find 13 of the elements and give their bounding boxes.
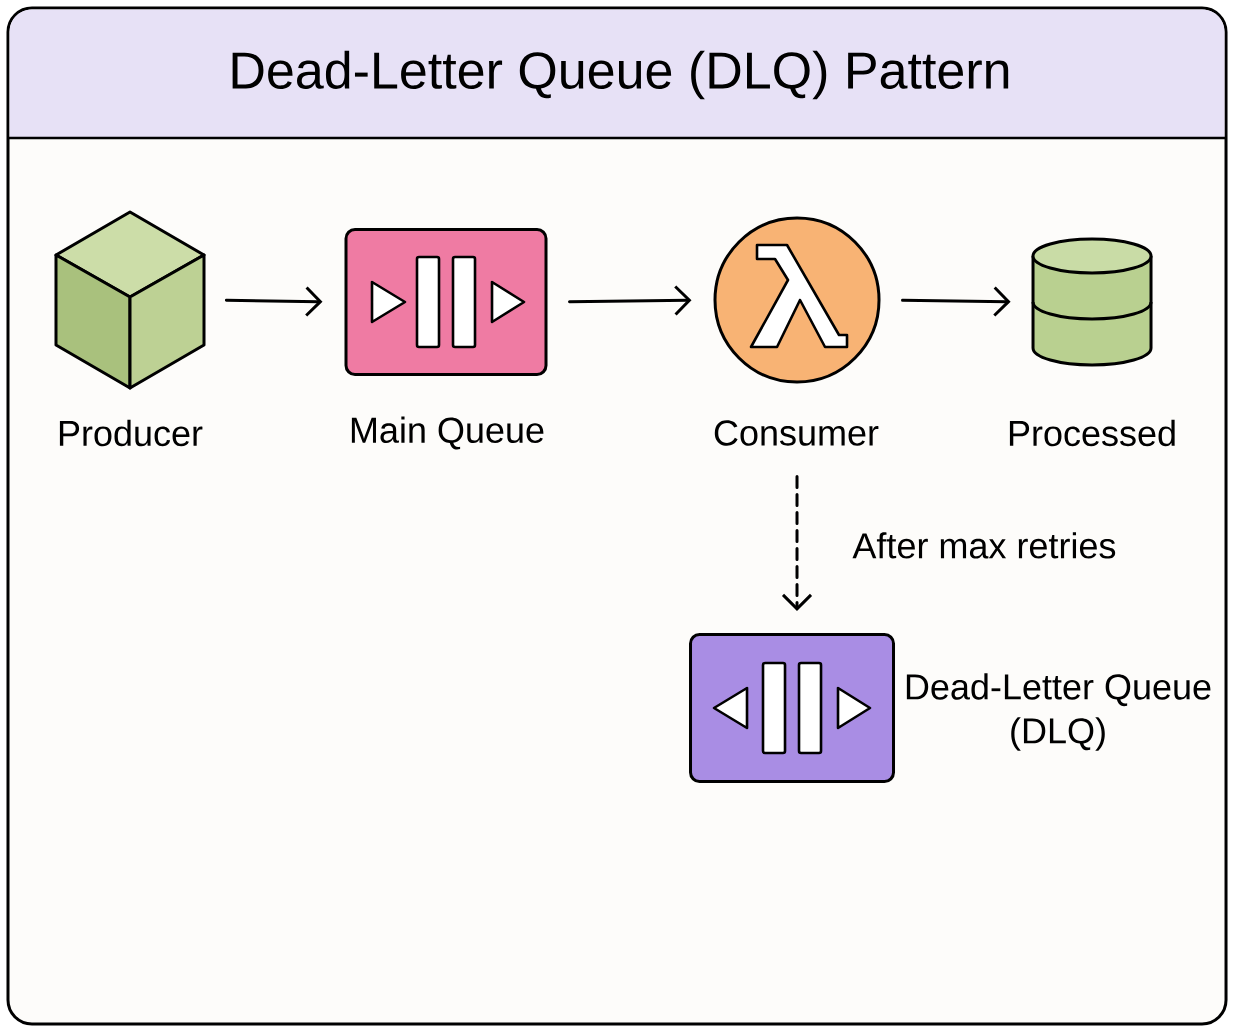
arrow xyxy=(224,286,323,317)
edge-label: After max retries xyxy=(849,529,1120,562)
arrow xyxy=(901,286,1011,317)
node-caption: Consumer xyxy=(714,420,879,446)
node-caption: Dead-Letter Queue (DLQ) xyxy=(906,673,1211,751)
node-caption: Producer xyxy=(59,419,203,447)
title-band: Dead-Letter Queue (DLQ) Pattern xyxy=(9,9,1225,138)
arrow xyxy=(781,475,813,611)
arrow xyxy=(568,285,692,316)
node-caption: Main Queue xyxy=(351,416,544,450)
cube-drawing xyxy=(54,210,206,390)
node-caption: Processed xyxy=(1009,419,1175,447)
database-cylinder xyxy=(1031,237,1153,367)
